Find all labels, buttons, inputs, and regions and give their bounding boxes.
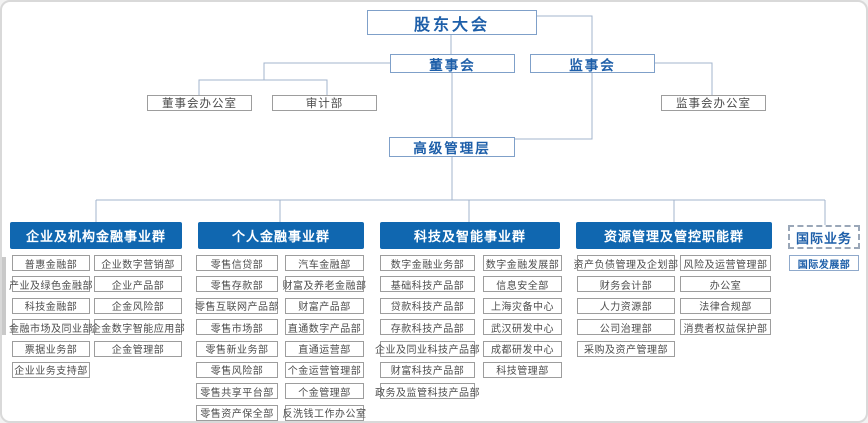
dept-box: 基础科技产品部	[380, 276, 475, 293]
dept-list-international: 国际发展部	[789, 255, 859, 271]
dept-box: 信息安全部	[483, 276, 562, 293]
dept-box: 汽车金融部	[285, 255, 364, 271]
dept-list-corporate-b: 企业数字营销部企业产品部企金风险部企金数字智能应用部企金管理部	[91, 255, 185, 357]
dept-box: 财富科技产品部	[380, 361, 475, 378]
dept-box: 消费者权益保护部	[680, 319, 771, 336]
dept-box: 上海灾备中心	[483, 297, 562, 314]
dept-box: 零售互联网产品部	[195, 297, 279, 314]
dept-box: 公司治理部	[577, 319, 675, 336]
dept-list-tech-a: 数字金融业务部基础科技产品部贷款科技产品部存款科技产品部企业及同业科技产品部财富…	[375, 255, 480, 400]
node-board-of-directors: 董事会	[390, 54, 515, 73]
dept-box: 人力资源部	[577, 297, 675, 314]
dept-box: 产业及绿色金融部	[9, 276, 93, 293]
dept-box: 零售信贷部	[196, 255, 278, 271]
dept-box: 企金管理部	[94, 340, 182, 357]
dept-box: 政务及监管科技产品部	[375, 383, 480, 400]
dept-list-corporate-a: 普惠金融部产业及绿色金融部科技金融部金融市场及同业部票据业务部企业业务支持部	[9, 255, 93, 378]
dept-box: 零售市场部	[196, 319, 278, 336]
dept-box: 企业业务支持部	[12, 361, 90, 378]
dept-box: 数字金融业务部	[380, 255, 475, 271]
node-shareholders-meeting: 股东大会	[367, 10, 537, 35]
dept-box: 个金运营管理部	[285, 361, 364, 378]
dept-box: 普惠金融部	[12, 255, 90, 271]
dept-box: 财富产品部	[285, 297, 364, 314]
dept-list-personal-a: 零售信贷部零售存款部零售互联网产品部零售市场部零售新业务部零售风险部零售共享平台…	[195, 255, 279, 421]
dept-box: 直通运营部	[285, 340, 364, 357]
dept-box: 科技管理部	[483, 361, 562, 378]
dept-box: 成都研发中心	[483, 340, 562, 357]
group-header-personal-finance: 个人金融事业群	[198, 222, 364, 249]
dept-box: 办公室	[680, 276, 771, 293]
dept-box: 财富及养老金融部	[283, 276, 366, 293]
dept-box: 武汉研发中心	[483, 319, 562, 336]
dept-box: 零售新业务部	[196, 340, 278, 357]
dept-box: 零售资产保全部	[196, 404, 278, 421]
dept-list-resource-a: 资产负债管理及企划部财务会计部人力资源部公司治理部采购及资产管理部	[574, 255, 678, 357]
dept-box: 存款科技产品部	[380, 319, 475, 336]
dept-box: 票据业务部	[12, 340, 90, 357]
dept-list-personal-b: 汽车金融部财富及养老金融部财富产品部直通数字产品部直通运营部个金运营管理部个金管…	[283, 255, 366, 421]
dept-box: 资产负债管理及企划部	[574, 255, 678, 271]
dept-box: 反洗钱工作办公室	[283, 404, 366, 421]
dept-box: 数字金融发展部	[483, 255, 562, 271]
dept-box: 贷款科技产品部	[380, 297, 475, 314]
dept-box: 零售存款部	[196, 276, 278, 293]
dept-box: 风险及运营管理部	[680, 255, 771, 271]
dept-list-resource-b: 风险及运营管理部办公室法律合规部消费者权益保护部	[680, 255, 771, 336]
dept-box: 企业产品部	[94, 276, 182, 293]
node-senior-management: 高级管理层	[389, 137, 515, 157]
dept-box: 国际发展部	[789, 255, 859, 271]
group-header-resource-management: 资源管理及管控职能群	[576, 222, 772, 249]
dept-box: 个金管理部	[285, 383, 364, 400]
scrollbar-artifact	[2, 257, 6, 335]
node-supervisors-office: 监事会办公室	[661, 95, 766, 111]
node-audit-dept: 审计部	[272, 95, 377, 111]
dept-box: 企金数字智能应用部	[91, 319, 185, 336]
group-header-international: 国际业务	[788, 225, 860, 249]
node-board-of-supervisors: 监事会	[530, 54, 655, 73]
dept-box: 直通数字产品部	[285, 319, 364, 336]
dept-box: 科技金融部	[12, 297, 90, 314]
group-header-tech-intelligence: 科技及智能事业群	[380, 222, 560, 249]
dept-box: 采购及资产管理部	[577, 340, 675, 357]
dept-box: 法律合规部	[680, 297, 771, 314]
node-board-office: 董事会办公室	[147, 95, 252, 111]
dept-box: 企业及同业科技产品部	[375, 340, 480, 357]
dept-box: 零售共享平台部	[196, 383, 278, 400]
dept-box: 企业数字营销部	[94, 255, 182, 271]
dept-box: 金融市场及同业部	[9, 319, 93, 336]
dept-box: 企金风险部	[94, 297, 182, 314]
dept-box: 财务会计部	[577, 276, 675, 293]
dept-box: 零售风险部	[196, 361, 278, 378]
dept-list-tech-b: 数字金融发展部信息安全部上海灾备中心武汉研发中心成都研发中心科技管理部	[483, 255, 562, 378]
group-header-corporate-finance: 企业及机构金融事业群	[10, 222, 182, 249]
